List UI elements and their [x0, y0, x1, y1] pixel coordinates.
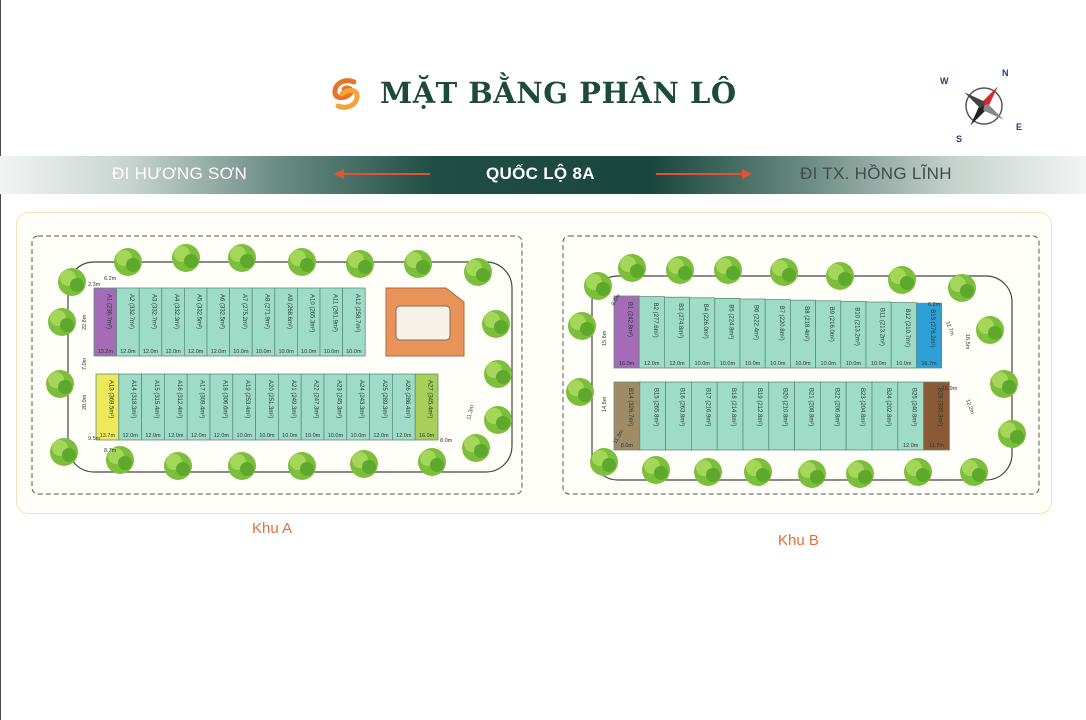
road-left-label: ĐI HƯƠNG SƠN [112, 164, 248, 183]
zone-a-label: Khu A [252, 520, 293, 537]
brand-logo-icon [332, 78, 360, 110]
zone-b-label: Khu B [778, 532, 819, 549]
road-right-label: ĐI TX. HỒNG LĨNH [800, 164, 952, 183]
arrow-right-icon [656, 169, 752, 179]
road-center-label: QUỐC LỘ 8A [486, 164, 595, 183]
left-edge-line [0, 0, 1, 720]
compass-s: S [956, 134, 962, 144]
arrow-left-icon [334, 169, 430, 179]
compass-rose-icon: N E S W [940, 68, 1022, 144]
compass-w: W [940, 76, 949, 86]
header: MẶT BẰNG PHÂN LÔ [0, 60, 1086, 130]
page-title: MẶT BẰNG PHÂN LÔ [380, 76, 737, 110]
compass-e: E [1016, 122, 1022, 132]
site-plan-frame [16, 212, 1052, 514]
highway-banner: ĐI HƯƠNG SƠN QUỐC LỘ 8A ĐI TX. HỒNG LĨNH [0, 156, 1086, 194]
compass-n: N [1002, 68, 1009, 78]
